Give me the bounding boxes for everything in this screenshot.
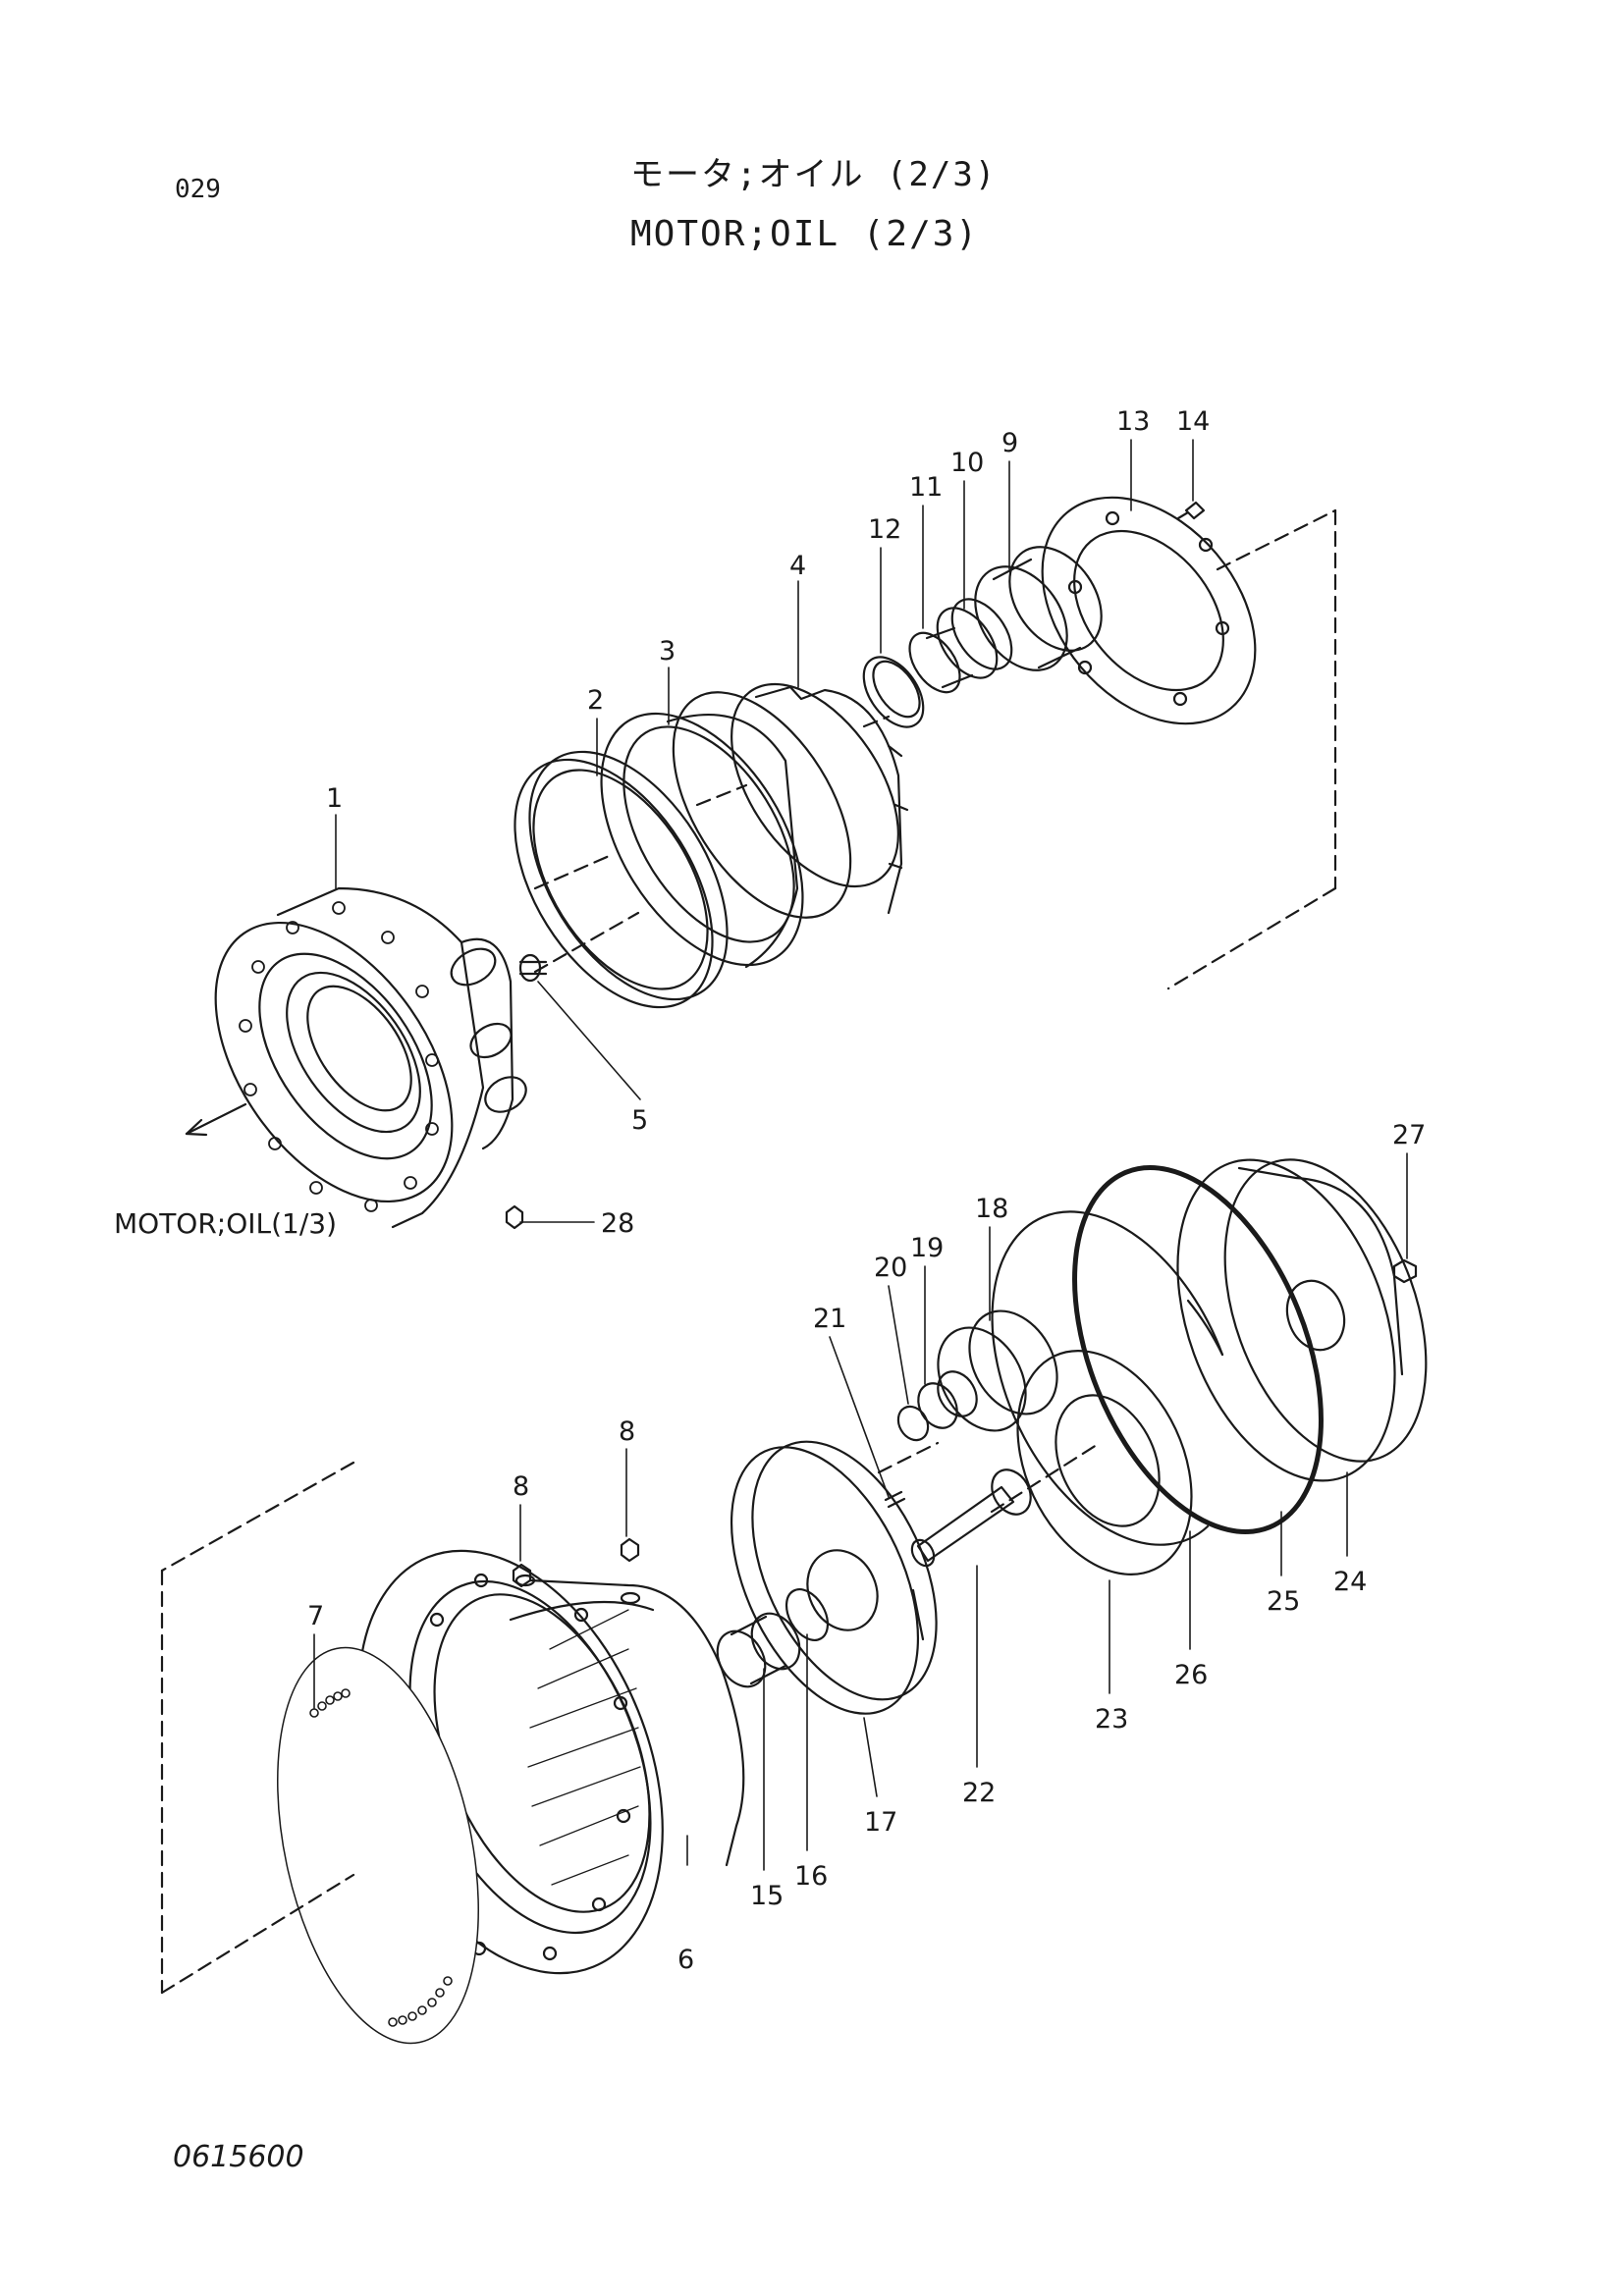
- part-7-ball-ring[interactable]: [244, 1629, 511, 2062]
- part-4-ring-nut[interactable]: [697, 655, 932, 916]
- part-3-floating-seal[interactable]: [560, 662, 887, 1000]
- callout-18: 18: [975, 1194, 1008, 1224]
- callout-24: 24: [1333, 1567, 1367, 1597]
- title-english: MOTOR;OIL (2/3): [630, 214, 980, 254]
- callout-7: 7: [307, 1601, 324, 1631]
- upper-reference-lines: [533, 508, 1337, 990]
- callout-13: 13: [1116, 406, 1150, 437]
- callout-19: 19: [910, 1233, 944, 1263]
- document-code: 0615600: [173, 2140, 304, 2174]
- part-13-thrust-plate[interactable]: [999, 456, 1298, 766]
- part-22-sun-gear-shaft[interactable]: [907, 1463, 1038, 1570]
- callout-15: 15: [750, 1881, 784, 1911]
- reference-link-label[interactable]: MOTOR;OIL(1/3): [114, 1207, 338, 1240]
- part-14-bolt[interactable]: [1176, 501, 1206, 520]
- part-19-needle-bearing[interactable]: [910, 1364, 984, 1435]
- part-27-bolt[interactable]: [1392, 1258, 1418, 1284]
- part-16-snap-ring[interactable]: [778, 1582, 836, 1647]
- callout-2: 2: [587, 685, 604, 716]
- title-japanese: モータ;オイル (2/3): [630, 155, 998, 194]
- callout-27: 27: [1392, 1120, 1426, 1150]
- part-23-thrust-washer[interactable]: [984, 1322, 1225, 1602]
- callout-6: 6: [677, 1945, 694, 1975]
- callout-25: 25: [1267, 1586, 1300, 1617]
- part-21-pin[interactable]: [884, 1490, 906, 1509]
- part-2-seal-ring[interactable]: [474, 718, 768, 1041]
- callout-17: 17: [864, 1807, 897, 1838]
- part-26-snap-ring[interactable]: [991, 1210, 1224, 1546]
- callout-5: 5: [631, 1105, 648, 1136]
- callout-16: 16: [794, 1861, 828, 1892]
- callout-26: 26: [1174, 1660, 1208, 1690]
- callout-23: 23: [1095, 1704, 1128, 1735]
- part-17-carrier[interactable]: [693, 1413, 973, 1742]
- part-11-collar[interactable]: [899, 624, 974, 702]
- callout-numbers: 1 2 3 4 5 6 7 8 8 9 10 11 12 13 14 15 16…: [307, 406, 1426, 1975]
- part-25-o-ring[interactable]: [1026, 1132, 1370, 1568]
- callout-8-left: 8: [513, 1471, 529, 1502]
- callout-12: 12: [868, 514, 901, 545]
- callout-10: 10: [950, 448, 984, 478]
- callout-leaders: [313, 439, 1408, 1871]
- lower-reference-lines: [160, 1441, 1102, 1995]
- callout-28: 28: [601, 1208, 634, 1239]
- callout-4: 4: [789, 551, 806, 581]
- callout-22: 22: [962, 1778, 996, 1808]
- callout-20: 20: [874, 1253, 907, 1283]
- part-8-plug-right[interactable]: [620, 1537, 640, 1563]
- callout-8-right: 8: [619, 1416, 635, 1447]
- arrow-to-motor-oil-1: [185, 1102, 247, 1136]
- part-12-snap-ring[interactable]: [851, 646, 935, 737]
- part-15-needle-bearing[interactable]: [708, 1605, 809, 1695]
- arrow-head: [185, 1118, 208, 1137]
- callout-21: 21: [813, 1304, 846, 1334]
- part-10-bearing[interactable]: [925, 588, 1023, 688]
- page-code: 029: [175, 175, 221, 204]
- callout-14: 14: [1176, 406, 1210, 437]
- part-8-plug-left[interactable]: [512, 1563, 532, 1588]
- callout-1: 1: [326, 783, 343, 814]
- part-9-gear[interactable]: [956, 530, 1120, 688]
- part-1-flange-hub[interactable]: [167, 880, 532, 1244]
- part-20-pin[interactable]: [893, 1401, 934, 1445]
- callout-11: 11: [909, 472, 943, 503]
- part-18-planet-gear[interactable]: [920, 1296, 1074, 1447]
- part-24-cover[interactable]: [1137, 1130, 1464, 1511]
- callout-9: 9: [1001, 428, 1018, 458]
- part-28-screw[interactable]: [505, 1204, 524, 1230]
- callout-3: 3: [659, 636, 676, 667]
